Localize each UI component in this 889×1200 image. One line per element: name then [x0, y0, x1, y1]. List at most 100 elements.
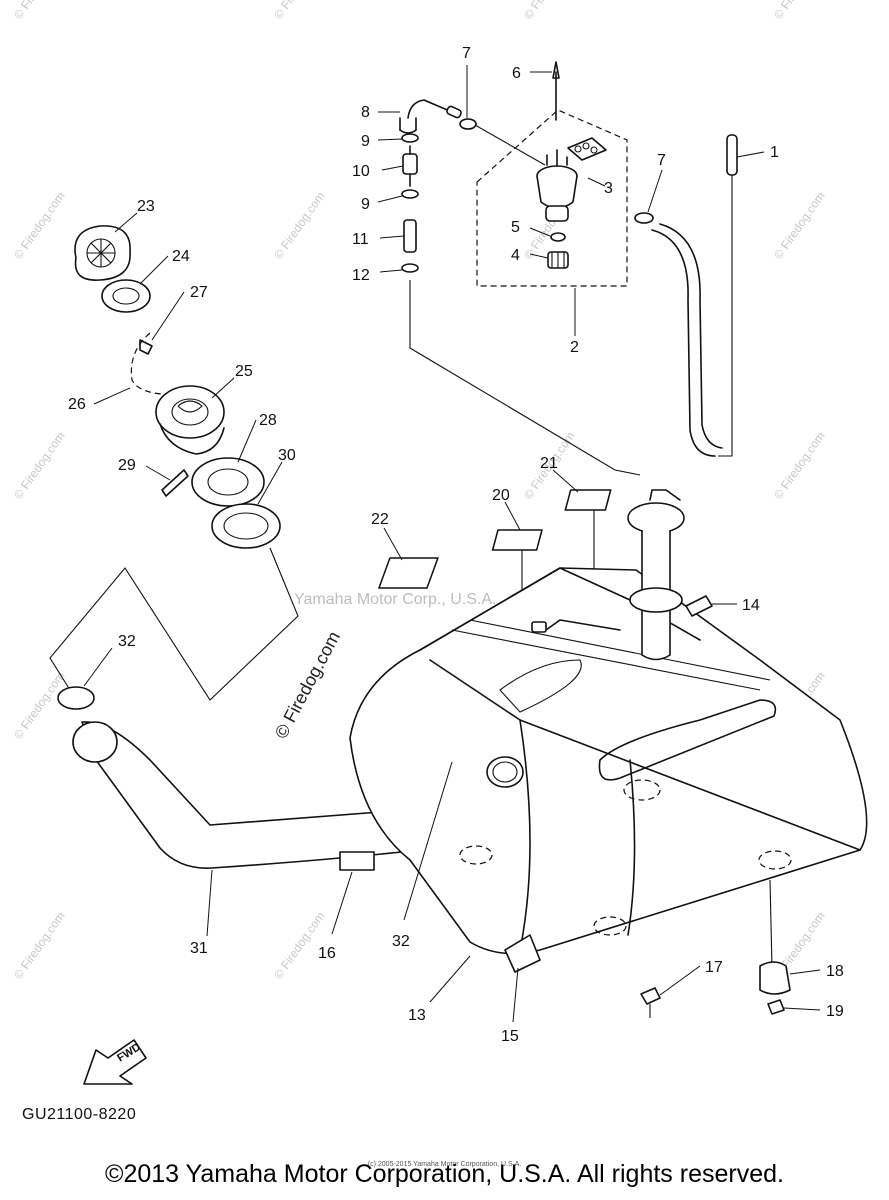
pump-terminals [546, 149, 568, 167]
leader-27 [151, 291, 185, 341]
leader-7b [647, 169, 663, 213]
part-17-bolt [640, 987, 661, 1005]
leader-26 [93, 387, 131, 405]
gasket-inner [112, 287, 140, 305]
callout-4: 4 [511, 247, 520, 264]
callout-layer: 1 2 3 4 5 6 7 7 8 9 9 10 11 12 13 14 15 … [68, 45, 844, 1045]
part-7-clamp-right [634, 212, 654, 224]
leader-18 [789, 969, 821, 975]
part-18-damper [759, 961, 791, 995]
leader-11 [379, 235, 405, 239]
part-22-label [378, 557, 439, 589]
leader-19 [783, 1007, 821, 1011]
part-10-fuel-filter [402, 153, 418, 175]
callout-20: 20 [492, 487, 510, 504]
vent-hose-route-b [659, 223, 723, 449]
callout-23: 23 [137, 198, 155, 215]
callout-24: 24 [172, 248, 190, 265]
leader-21 [552, 469, 579, 493]
part-24-cap-gasket [101, 279, 151, 313]
part-20-label [491, 529, 543, 551]
callout-1: 1 [770, 144, 779, 161]
callout-7a: 7 [462, 45, 471, 62]
part-26-chain [130, 332, 163, 395]
leader-32b [403, 761, 453, 921]
leader-13 [429, 955, 471, 1003]
part-8-hose-tip [399, 129, 417, 134]
leader-23 [114, 212, 138, 233]
callout-18: 18 [826, 963, 844, 980]
callout-32a: 32 [118, 633, 136, 650]
leader-31 [206, 869, 213, 937]
brand-watermark: © Firedog.com [11, 669, 68, 742]
fuel-tank-exploded-diagram: © Firedog.com © Firedog.com © Firedog.com ©… [11, 0, 868, 1085]
diagonal-watermark: © Firedog.com [271, 628, 344, 742]
part-9-clamp-upper [401, 133, 419, 143]
hose-routing-line [409, 280, 641, 476]
callout-7b: 7 [657, 152, 666, 169]
leader-9a [377, 138, 403, 141]
leader-22 [383, 527, 403, 561]
callout-11: 11 [352, 231, 369, 248]
callout-31: 31 [190, 940, 208, 957]
fuel-sender-unit [531, 489, 685, 661]
pump-base [545, 205, 569, 222]
part-30-seal [211, 503, 281, 549]
plate-inner [207, 468, 249, 496]
callout-27: 27 [190, 284, 208, 301]
callout-8: 8 [361, 104, 370, 121]
part-13-fuel-tank [349, 567, 868, 973]
leader-12 [379, 269, 403, 273]
gasket-hole [574, 145, 582, 153]
leader-30 [257, 461, 283, 505]
brand-watermark: © Firedog.com [271, 0, 328, 22]
part-1-vent-hose [726, 134, 738, 176]
callout-17: 17 [705, 959, 723, 976]
brand-watermark: © Firedog.com [11, 429, 68, 502]
part-5-washer [550, 232, 566, 242]
center-watermark: Yamaha Motor Corp., U.S.A. [294, 591, 496, 608]
brand-watermark: © Firedog.com [771, 0, 828, 22]
part-8-hose [407, 99, 453, 119]
damper-leader [769, 879, 773, 969]
brand-watermark: © Firedog.com [771, 429, 828, 502]
callout-28: 28 [259, 412, 277, 429]
part-9-clamp-lower [401, 189, 419, 199]
gasket-hole [590, 146, 598, 154]
leader-4 [529, 253, 549, 259]
part-8-hose-end [399, 117, 417, 131]
hose-routing-line-2 [474, 124, 546, 166]
part-21-label [564, 489, 612, 511]
leader-3 [587, 177, 606, 187]
brand-watermark: © Firedog.com [11, 189, 68, 262]
leader-17 [659, 965, 701, 996]
leader-28 [237, 419, 257, 463]
callout-14: 14 [742, 597, 760, 614]
leader-5 [529, 227, 551, 237]
part-19-screw [767, 999, 785, 1015]
reference-code: GU21100-8220 [22, 1106, 137, 1123]
part-32-clamp-left [57, 686, 95, 710]
vent-routing-line [718, 175, 733, 457]
callout-32b: 32 [392, 933, 410, 950]
part-14-band-clip [685, 595, 713, 617]
leader-24 [139, 255, 169, 285]
leader-9b [377, 195, 403, 203]
callout-9a: 9 [361, 133, 370, 150]
callout-21: 21 [540, 455, 558, 472]
part-31-filler-hose [72, 689, 431, 869]
pump-body [536, 175, 578, 209]
part-12-clamp [401, 263, 419, 273]
filter-ribs [551, 252, 565, 268]
leader-29 [145, 465, 171, 481]
part-25-filler-neck [155, 385, 225, 455]
leader-25 [211, 377, 235, 399]
callout-3: 3 [604, 180, 613, 197]
callout-15: 15 [501, 1028, 519, 1045]
part-11-hose [403, 219, 417, 253]
brand-watermark: © Firedog.com [11, 0, 68, 22]
callout-29: 29 [118, 457, 136, 474]
fuel-pump-assembly-boundary [476, 109, 628, 287]
part-16-bracket [339, 851, 375, 871]
